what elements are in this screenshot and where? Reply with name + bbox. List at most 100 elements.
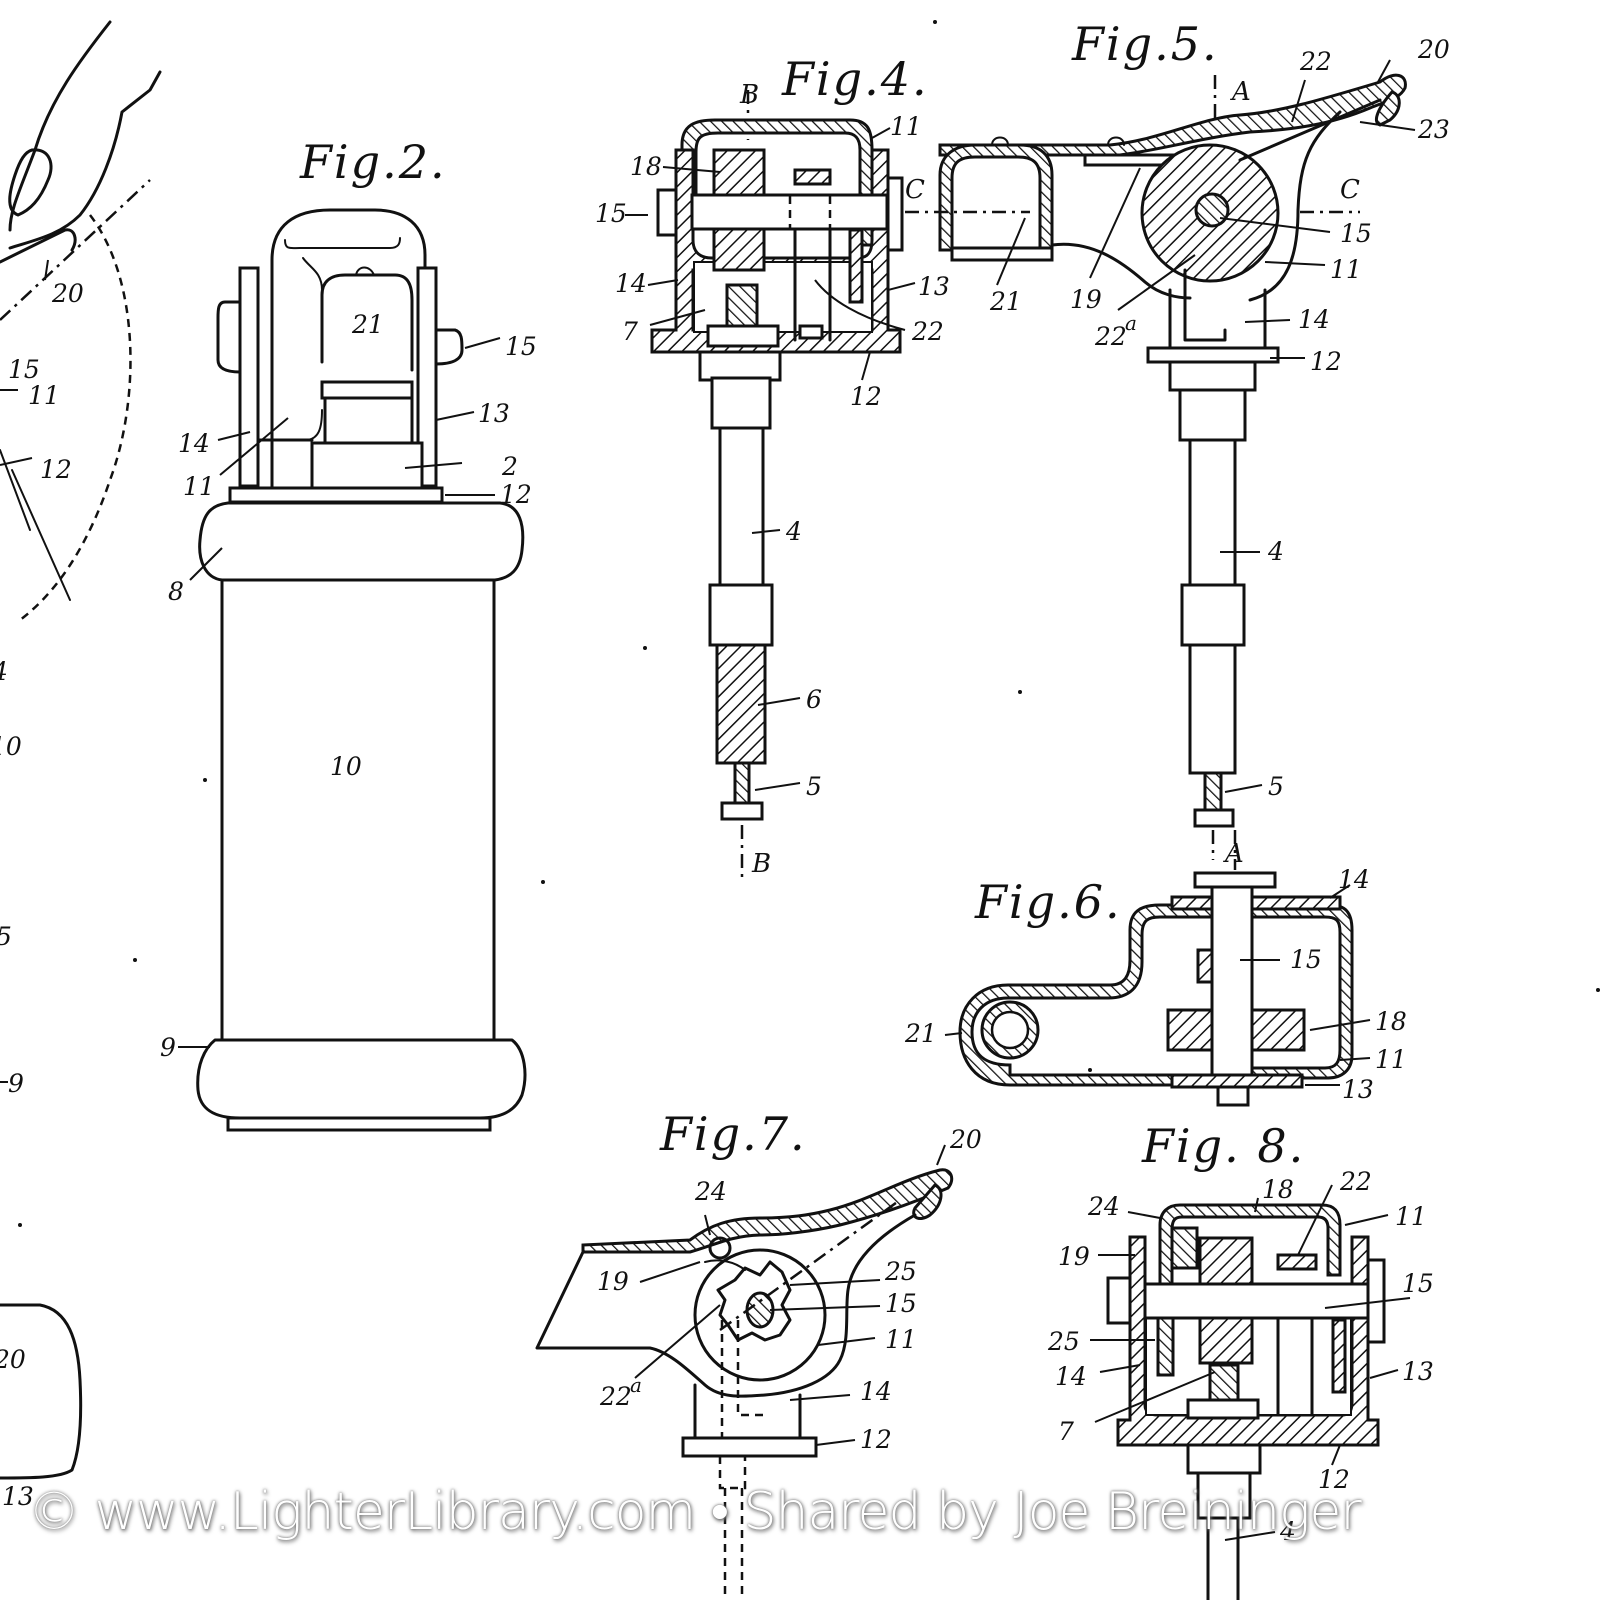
lever-arm [1050,242,1192,300]
ref-label: 24 [1087,1192,1120,1221]
wick-tube-inner [990,1010,1030,1050]
curve-inner [307,409,323,441]
leader-line [817,1337,876,1346]
wheel-18-left [1166,1008,1214,1052]
ref-label: 21 [904,1019,937,1048]
ref-label: 19 [1058,1242,1090,1271]
ref-label: 21 [351,310,384,339]
ref-label: 25 [1047,1327,1080,1356]
ref-label: 13 [918,272,950,301]
bottom-plate [226,1116,492,1132]
leader-line [639,1261,701,1283]
leader-line [887,282,916,291]
spring-nut [706,324,780,348]
ref-label: 15 [1290,945,1322,974]
base-plate-12 [228,486,444,504]
leader-line [1219,217,1331,233]
stem-collar [698,350,782,382]
ref-label: 6 [806,685,822,714]
ref-label-superscript: a [1125,311,1137,335]
leader-line [1127,1211,1161,1219]
ref-label: 20 [0,1345,26,1374]
cam-22a-dashed [720,1320,765,1440]
center-line [0,179,151,321]
leader-line [814,279,906,331]
stem-tube-4 [718,426,765,587]
section-mark: C [905,175,925,205]
lever-22 [581,1168,954,1254]
ref-label: 12 [850,382,882,411]
axle-15 [745,1291,775,1329]
leader-line [1344,1214,1389,1226]
hood-outline [270,208,427,502]
wick-cap-21 [938,143,1054,252]
axle-cap [886,176,904,252]
section-mark: B [751,849,771,879]
figure-title: Fig.7. [659,1107,807,1161]
ref-label: 15 [1402,1269,1434,1298]
leader-line [754,782,801,791]
axle-nut [656,188,678,237]
base-block [320,380,414,400]
leader-line [1244,319,1291,323]
ref-label: 12 [500,480,532,509]
fig5: Fig.5. A A C C 22 [905,17,1450,869]
bolt-dome [355,266,375,276]
lever-line [1238,98,1382,162]
stem-sleeve [1180,583,1246,647]
ref-label: 24 [694,1177,727,1206]
ref-label: 9 [8,1069,24,1098]
axle-15 [1143,1282,1372,1320]
ref-label: 14 [178,429,210,458]
ref-label: 22 [911,317,944,346]
hood-11-section [958,903,1354,1087]
leader-line [189,547,223,581]
leader-line [861,351,871,381]
ref-label: 22 [1094,322,1127,351]
leader-line [219,417,289,476]
axle-head [1193,871,1277,889]
finger-outline [8,20,112,232]
stem-collar [1168,360,1257,392]
screw-head [720,801,764,821]
ref-label: 5 [0,922,12,951]
leader-line [1369,1369,1399,1379]
screw-5 [733,761,751,805]
stem-upper [1178,388,1247,442]
leader-line [1339,1057,1371,1061]
figure-title: Fig.2. [299,135,447,189]
leader-line [936,1144,946,1166]
ref-label: 11 [1330,255,1362,284]
leader-line [662,166,721,173]
ref-label: 18 [630,152,662,181]
hood-inner [284,237,401,250]
fig1-partial: 20 15 11 12 4 10 5 9 20 13 [0,20,162,1511]
leader-line [1377,59,1391,83]
ref-label: 15 [8,355,40,384]
ref-label: 7 [622,317,638,346]
ref-label: 13 [478,399,510,428]
ref-label: 11 [28,381,60,410]
cam-foot [798,324,824,340]
leader-line [647,279,679,286]
wick-block [323,396,414,445]
ref-label: 20 [51,279,84,308]
curve-17 [302,257,323,291]
leader-line [1224,784,1263,793]
leader-line [871,127,891,139]
ref-label: 5 [806,772,822,801]
ref-label: 13 [1342,1075,1374,1104]
ref-label: 12 [1318,1465,1350,1494]
ref-label: 11 [885,1325,917,1354]
leader-line [751,529,781,534]
axle-15 [1210,883,1254,1087]
fig4: Fig.4. B B 11 18 [595,52,950,880]
lever-tip [912,1183,943,1220]
stem-dashed [718,1456,747,1600]
leader-line [1359,121,1416,131]
stand-14 [1168,288,1267,350]
stem-upper [1196,1471,1252,1520]
ref-label: 23 [1417,115,1450,144]
ref-label: 19 [597,1267,629,1296]
